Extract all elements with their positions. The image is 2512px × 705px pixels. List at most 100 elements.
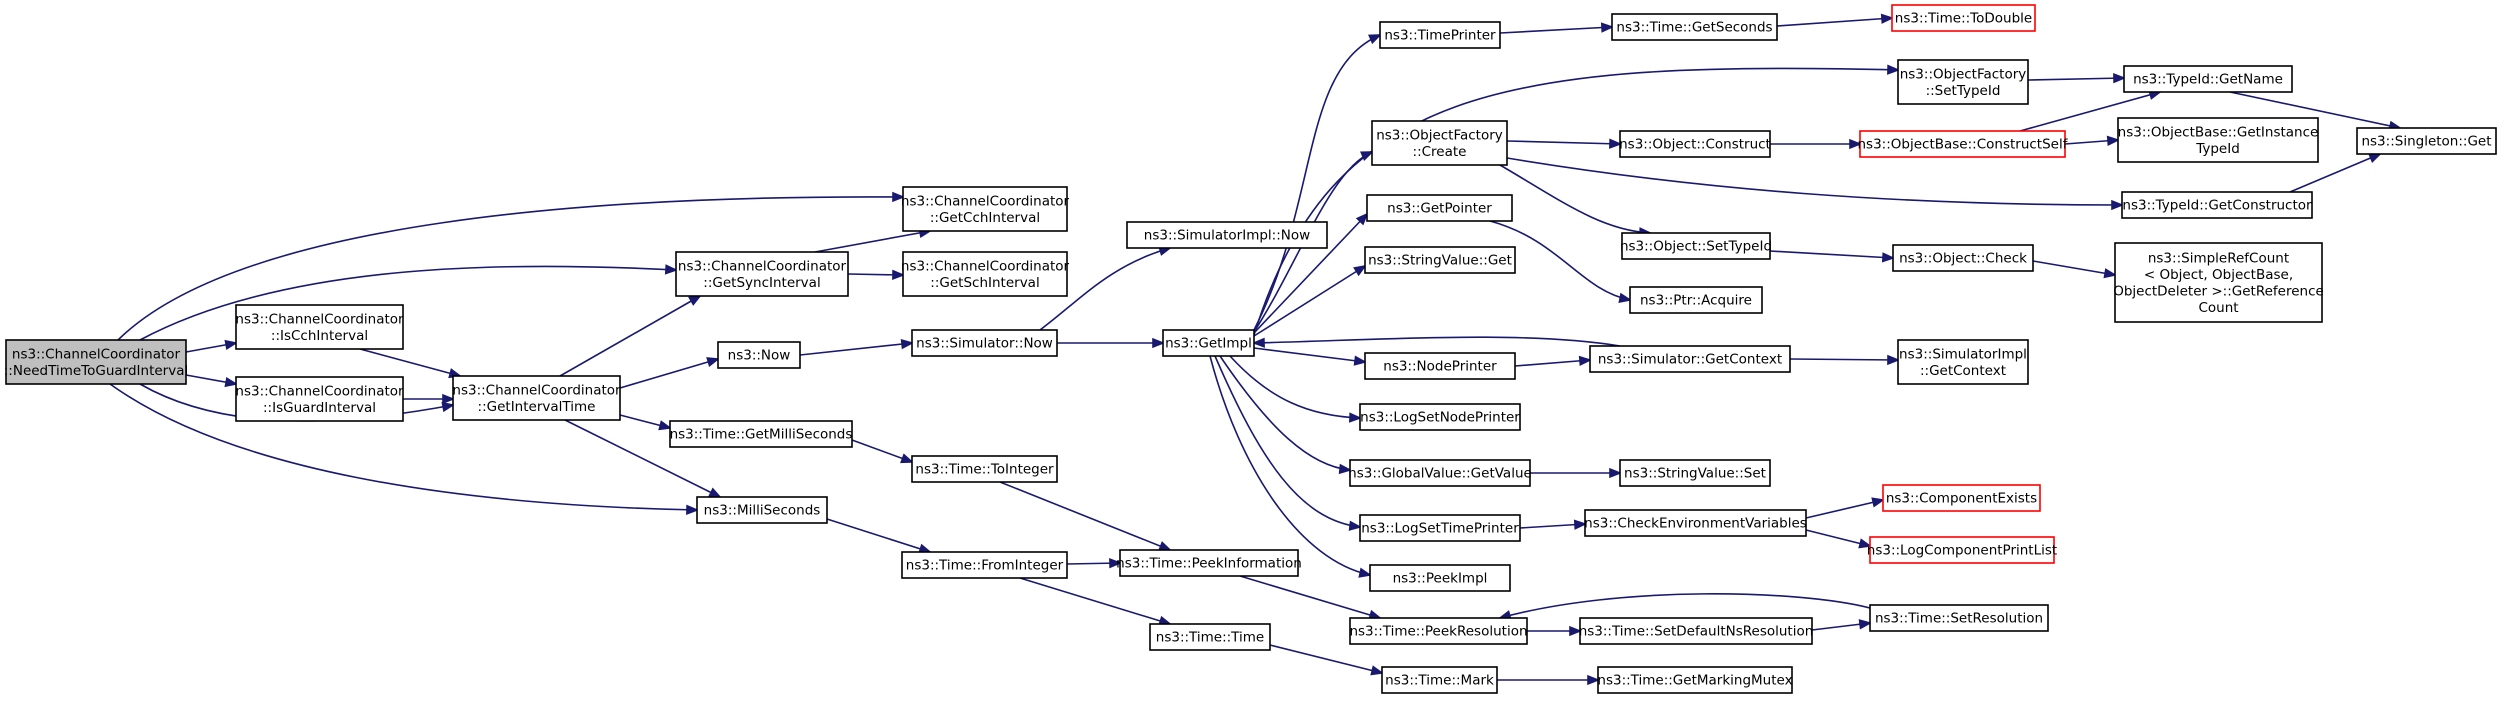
edge-line	[1253, 265, 1366, 337]
node-label-line: ns3::StringValue::Set	[1624, 466, 1766, 482]
node-time-set-default-ns-resolution[interactable]: ns3::Time::SetDefaultNsResolution	[1579, 617, 1814, 645]
arrowhead-icon	[664, 264, 679, 275]
node-simple-ref-count-get-reference-count[interactable]: ns3::SimpleRefCount< Object, ObjectBase,…	[2113, 242, 2324, 323]
call-edge-get_sync_interval-to-get_sch_interval	[847, 269, 906, 280]
arrowhead-icon	[892, 269, 906, 280]
node-box	[1359, 403, 1521, 431]
node-need-time-to-guard: ns3::ChannelCoordinator::NeedTimeToGuard…	[4, 339, 189, 385]
node-component-exists[interactable]: ns3::ComponentExists	[1882, 484, 2041, 512]
node-object-factory-create[interactable]: ns3::ObjectFactory::Create	[1371, 120, 1508, 166]
node-simulatorimpl-now[interactable]: ns3::SimulatorImpl::Now	[1126, 221, 1328, 249]
node-get-sync-interval[interactable]: ns3::ChannelCoordinator::GetSyncInterval	[675, 251, 849, 297]
call-edge-time_printer-to-time_get_seconds	[1499, 22, 1615, 34]
node-label-line: ns3::Time::GetSeconds	[1616, 20, 1772, 36]
node-time-peek-resolution[interactable]: ns3::Time::PeekResolution	[1349, 617, 1528, 645]
arrowhead-icon	[1609, 467, 1623, 479]
arrowhead-icon	[2111, 199, 2125, 211]
node-object-factory-set-type-id[interactable]: ns3::ObjectFactory::SetTypeId	[1897, 59, 2029, 105]
node-object-set-type-id[interactable]: ns3::Object::SetTypeId	[1620, 232, 1772, 260]
node-get-cch-interval[interactable]: ns3::ChannelCoordinator::GetCchInterval	[901, 186, 1070, 232]
arrowhead-icon	[1871, 497, 1886, 508]
node-simulator-get-context[interactable]: ns3::Simulator::GetContext	[1589, 345, 1791, 373]
node-now[interactable]: ns3::Now	[717, 341, 801, 369]
node-get-impl[interactable]: ns3::GetImpl	[1162, 329, 1255, 357]
call-edge-time_get_milliseconds-to-time_to_integer	[851, 439, 915, 464]
edge-line	[1253, 34, 1381, 331]
node-label-line: ns3::Time::GetMilliSeconds	[670, 427, 853, 443]
node-global-value-get-value[interactable]: ns3::GlobalValue::GetValue	[1348, 459, 1532, 487]
node-label-line: ObjectDeleter >::GetReference	[2113, 283, 2324, 299]
node-box	[235, 376, 404, 422]
edge-line	[1499, 593, 1871, 619]
node-get-sch-interval[interactable]: ns3::ChannelCoordinator::GetSchInterval	[901, 251, 1070, 297]
node-ptr-acquire[interactable]: ns3::Ptr::Acquire	[1629, 286, 1763, 314]
node-get-interval-time[interactable]: ns3::ChannelCoordinator::GetIntervalTime	[452, 375, 621, 421]
arrowhead-icon	[224, 376, 239, 388]
call-edge-get_impl-to-log_set_time_printer	[1214, 355, 1363, 531]
node-object-construct[interactable]: ns3::Object::Construct	[1619, 130, 1771, 158]
node-log-set-time-printer[interactable]: ns3::LogSetTimePrinter	[1359, 514, 1521, 542]
node-label-line: ns3::GetPointer	[1387, 201, 1492, 217]
node-label-line: ns3::Now	[728, 348, 791, 364]
edge-line	[2289, 153, 2381, 193]
arrowhead-icon	[1600, 22, 1615, 33]
node-label-line: ::GetSchInterval	[930, 275, 1039, 291]
node-is-cch-interval[interactable]: ns3::ChannelCoordinator::IsCchInterval	[235, 304, 404, 350]
node-type-id-get-name[interactable]: ns3::TypeId::GetName	[2123, 65, 2293, 93]
arrowhead-icon	[1109, 558, 1123, 569]
node-box	[717, 341, 801, 369]
node-box	[902, 186, 1068, 232]
node-time-to-double[interactable]: ns3::Time::ToDouble	[1891, 4, 2036, 32]
arrowhead-icon	[441, 401, 456, 413]
node-log-component-print-list[interactable]: ns3::LogComponentPrintList	[1867, 536, 2057, 564]
node-peek-impl[interactable]: ns3::PeekImpl	[1369, 564, 1511, 592]
arrowhead-icon	[900, 453, 915, 464]
call-edge-get_sync_interval-to-get_cch_interval	[814, 227, 933, 253]
node-label-line: ns3::Simulator::Now	[916, 336, 1053, 352]
node-time-get-seconds[interactable]: ns3::Time::GetSeconds	[1611, 13, 1778, 41]
node-time-from-integer[interactable]: ns3::Time::FromInteger	[901, 551, 1068, 579]
node-string-value-set[interactable]: ns3::StringValue::Set	[1619, 459, 1771, 487]
arrowhead-icon	[706, 357, 721, 368]
node-label-line: ::NeedTimeToGuardInterval	[4, 363, 189, 379]
arrowhead-icon	[2368, 153, 2382, 163]
node-time-get-marking-mutex[interactable]: ns3::Time::GetMarkingMutex	[1597, 666, 1793, 694]
arrowhead-icon	[1881, 252, 1896, 263]
edge-line	[1019, 577, 1171, 625]
node-object-base-construct-self[interactable]: ns3::ObjectBase::ConstructSelf	[1858, 130, 2069, 158]
node-singleton-get[interactable]: ns3::Singleton::Get	[2356, 127, 2497, 155]
edge-line	[1209, 355, 1371, 576]
node-label-line: ns3::Object::Construct	[1619, 137, 1771, 153]
node-time-set-resolution[interactable]: ns3::Time::SetResolution	[1869, 604, 2049, 632]
node-time-to-integer[interactable]: ns3::Time::ToInteger	[911, 455, 1058, 483]
node-string-value-get[interactable]: ns3::StringValue::Get	[1364, 246, 1516, 274]
edge-line	[2027, 77, 2125, 81]
call-edge-time_time-to-time_mark	[1269, 644, 1385, 676]
call-edge-get_impl-to-time_printer	[1253, 34, 1382, 331]
node-box	[5, 339, 187, 385]
node-time-get-milliseconds[interactable]: ns3::Time::GetMilliSeconds	[669, 420, 853, 448]
call-edge-is_cch_interval-to-get_interval_time	[359, 348, 463, 379]
node-simulator-now[interactable]: ns3::Simulator::Now	[911, 329, 1058, 357]
node-check-environment-variables[interactable]: ns3::CheckEnvironmentVariables	[1584, 509, 1807, 537]
arrowhead-icon	[1358, 567, 1373, 578]
node-time-printer[interactable]: ns3::TimePrinter	[1379, 21, 1501, 49]
node-type-id-get-constructor[interactable]: ns3::TypeId::GetConstructor	[2121, 191, 2313, 219]
node-time-mark[interactable]: ns3::Time::Mark	[1381, 666, 1498, 694]
call-edge-simulator_get_context-to-get_impl	[1251, 336, 1621, 348]
node-object-check[interactable]: ns3::Object::Check	[1892, 244, 2034, 272]
node-is-guard-interval[interactable]: ns3::ChannelCoordinator::IsGuardInterval	[235, 376, 404, 422]
node-node-printer[interactable]: ns3::NodePrinter	[1364, 352, 1516, 380]
node-milliseconds[interactable]: ns3::MilliSeconds	[696, 496, 828, 524]
node-simulatorimpl-get-context[interactable]: ns3::SimulatorImpl::GetContext	[1897, 339, 2029, 385]
node-get-pointer[interactable]: ns3::GetPointer	[1366, 194, 1513, 222]
node-label-line: ::SetTypeId	[1926, 83, 2001, 99]
node-time-peek-information[interactable]: ns3::Time::PeekInformation	[1116, 549, 1302, 577]
node-label-line: < Object, ObjectBase,	[2144, 267, 2293, 283]
node-log-set-node-printer[interactable]: ns3::LogSetNodePrinter	[1359, 403, 1521, 431]
node-time-time[interactable]: ns3::Time::Time	[1149, 623, 1271, 651]
node-label-line: ns3::ChannelCoordinator	[901, 193, 1070, 209]
node-box	[1869, 536, 2055, 564]
